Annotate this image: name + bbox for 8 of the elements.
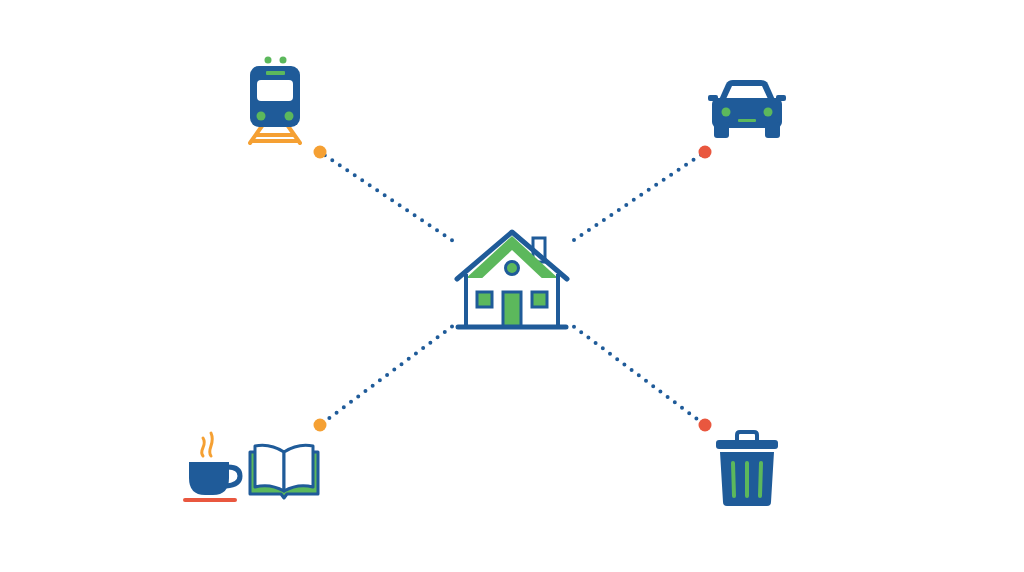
dotted-connector (313, 145, 454, 243)
dotted-connector (572, 145, 712, 242)
dotted-connector (572, 324, 712, 432)
car-icon (708, 78, 786, 138)
dotted-connector (313, 324, 454, 432)
train-icon (246, 55, 304, 147)
cup-and-book-icon (182, 430, 322, 504)
trash-can-icon (716, 430, 778, 507)
